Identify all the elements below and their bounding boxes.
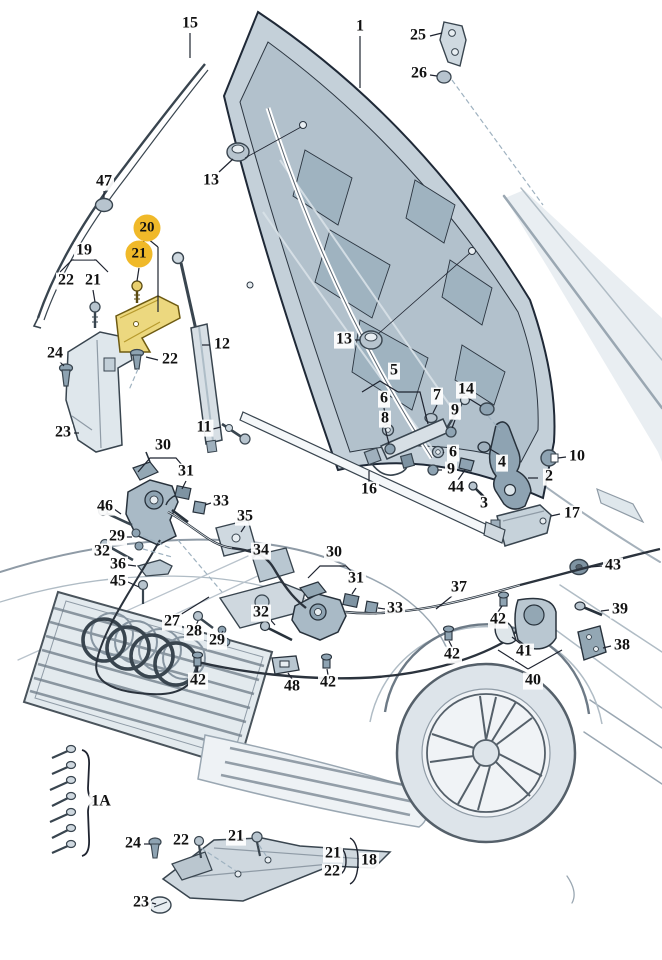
undertray-fasteners — [148, 831, 263, 859]
cable-guide-35 — [215, 519, 295, 583]
cable-coupler-38-39 — [574, 601, 607, 661]
hood-lock-2 — [259, 581, 379, 642]
hood-panel — [222, 10, 556, 500]
audi-rings-icon — [81, 612, 206, 687]
hood-seal-strip — [32, 63, 209, 329]
cowl-side-bracket — [65, 331, 133, 453]
cable-clips-42 — [191, 591, 510, 675]
assembly-guides — [128, 79, 544, 872]
front-wheel — [369, 623, 603, 844]
sensor-11 — [221, 422, 251, 445]
fastener-kit-1A — [49, 744, 98, 857]
gas-strut-12 — [171, 251, 223, 454]
hinge-bracket-25 — [436, 21, 467, 84]
latch-hook-2 — [458, 421, 532, 510]
front-bumper — [197, 734, 433, 828]
hood-lock-1 — [125, 451, 207, 546]
front-seal-rod-16 — [239, 411, 506, 544]
release-handle-40 — [494, 597, 557, 650]
highlighted-screw-21 — [131, 280, 143, 303]
small-fasteners-left — [58, 301, 145, 387]
highlighted-bracket-20 — [115, 295, 181, 353]
strut-group-5 — [363, 394, 471, 476]
